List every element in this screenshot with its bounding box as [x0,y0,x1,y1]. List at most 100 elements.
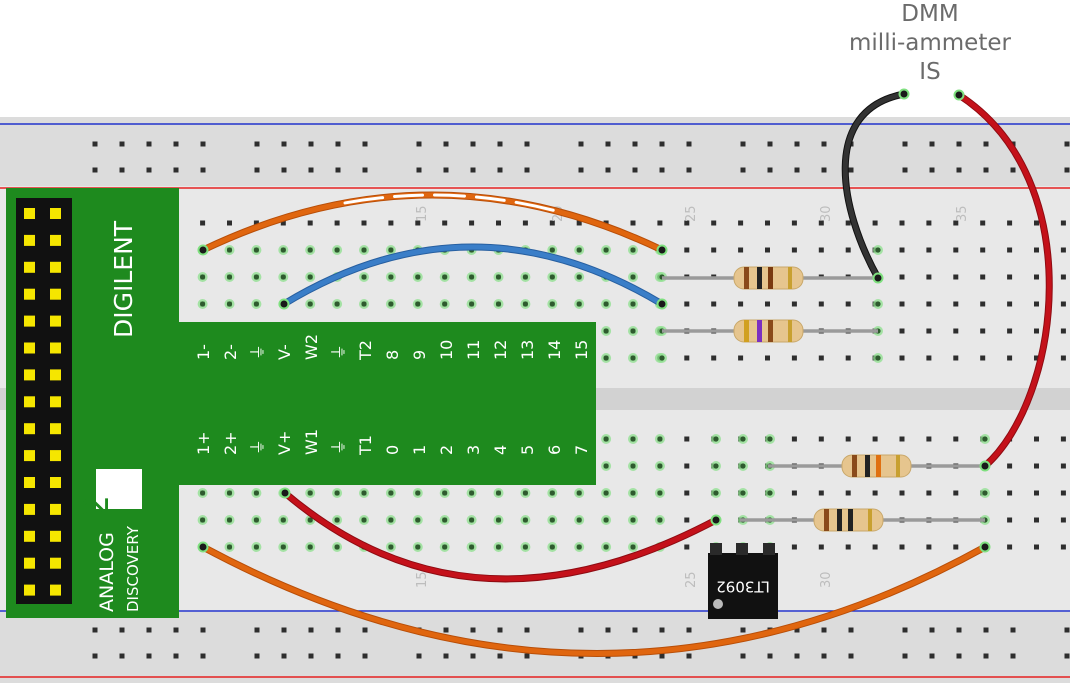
connected-hole [659,355,665,361]
breadboard-hole [791,301,797,307]
rail-hole [470,653,476,659]
connected-hole [713,436,719,442]
resistor-r4-band-3 [848,509,853,531]
header-pin [50,477,61,488]
pin-label-bottom: ⏚ [248,439,267,455]
breadboard-hole [684,355,690,361]
connected-hole [875,355,881,361]
breadboard-hole [818,301,824,307]
header-pin [50,369,61,381]
connected-hole [253,490,259,496]
connected-hole [415,274,421,280]
breadboard-hole [1034,220,1039,226]
breadboard-hole [791,436,797,442]
wire-black-dmm [841,90,908,282]
breadboard-hole [1060,463,1066,469]
pin-label-bottom: 0 [383,445,402,455]
breadboard-hole [1034,463,1039,469]
resistor-r3-band-2 [865,455,870,477]
connected-hole [415,517,421,523]
ad2-product-line1: ANALOG [96,532,118,612]
breadboard-hole [1060,328,1066,334]
rail-hole [362,653,368,659]
connected-hole [253,301,259,307]
connected-hole [603,436,609,442]
connected-hole [200,490,206,496]
connected-hole [875,247,881,253]
dmm-probe-black-end [898,88,910,100]
breadboard-hole [1060,220,1066,226]
wire-end [656,298,668,310]
breadboard-hole [899,220,905,226]
breadboard-hole [1034,517,1039,523]
rail-hole [92,627,98,633]
breadboard-hole [1007,328,1013,334]
rail-hole [1010,167,1016,173]
rail-hole [740,653,746,659]
breadboard-hole [738,355,744,361]
header-pin [50,234,61,246]
connected-hole [442,274,448,280]
rail-hole [254,167,260,173]
header-pin [50,342,61,354]
connected-hole [226,274,233,280]
connected-hole [603,463,609,469]
breadboard-hole [845,247,851,253]
rail-hole [605,141,611,147]
rail-hole [983,167,989,173]
connected-hole [469,517,475,523]
breadboard-hole [872,490,878,496]
breadboard-hole [1007,301,1013,307]
ad2-board-right [170,322,596,485]
connected-hole [415,301,421,307]
connected-hole [603,517,609,523]
breadboard-hole [684,544,690,550]
breadboard-hole [899,490,905,496]
connected-hole [226,301,233,307]
header-pin [50,208,61,219]
breadboard-hole [980,247,986,253]
rail-hole [146,141,152,147]
lt3092-chip: LT3092 [708,543,778,619]
rail-hole [200,627,206,633]
connected-hole [442,301,448,307]
dmm-label-line3: IS [919,59,941,85]
pin-label-bottom: 4 [491,445,510,455]
wire-orange-bottom [199,543,989,657]
rail-hole [470,141,476,147]
breadboard-hole [926,274,932,280]
breadboard-hole [738,247,744,253]
connected-hole [200,517,206,523]
rail-hole [767,167,773,173]
connected-hole [307,490,313,496]
dmm-label-line2: milli-ammeter [849,30,1011,56]
pin-label-top: 15 [572,340,591,360]
pin-label-top: ⏚ [248,344,267,360]
rail-hole [659,141,665,147]
connected-hole [495,490,502,496]
rail-hole [200,167,206,173]
connected-hole [576,490,582,496]
resistor-r2-band-2 [757,320,762,342]
rail-hole [254,627,260,633]
pin-label-bottom: 2+ [221,431,240,455]
resistors [662,266,985,532]
connected-hole [361,490,367,496]
rail-hole [443,627,449,633]
connected-hole [334,490,340,496]
rail-hole [956,141,962,147]
connected-hole [307,301,313,307]
resistor-r2-band-4 [788,320,792,342]
resistor-r1-band-1 [744,267,749,289]
rail-hole [956,627,962,633]
rail-hole [119,167,125,173]
connected-hole [280,517,286,523]
chip-pin-center [736,543,748,555]
connected-hole [982,436,988,442]
rail-hole [362,167,368,173]
ad2-number: 2 [77,495,117,517]
breadboard-hole [899,436,905,442]
resistor-r3-band-3 [876,455,881,477]
